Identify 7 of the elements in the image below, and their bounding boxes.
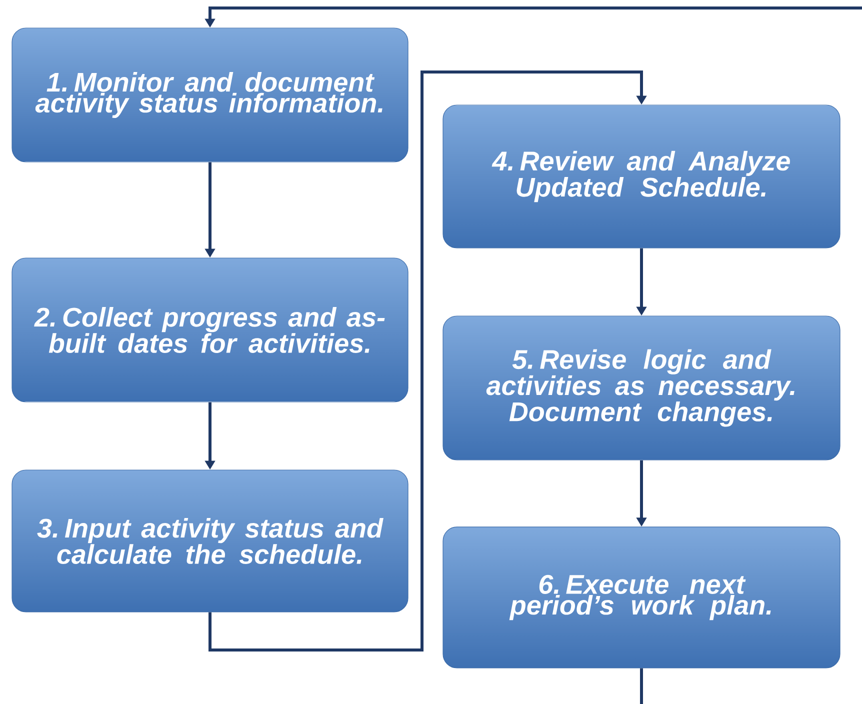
process-box: 6. Execute next period’s work plan. — [442, 526, 840, 668]
process-box: 1. Monitor and document activity status information. — [12, 28, 408, 162]
arrow — [208, 70, 647, 652]
process-box: 4. Review and Analyze Updated Schedule. — [442, 104, 840, 248]
process-box: 5. Revise logic and activities as necessary. Document changes. — [442, 316, 840, 460]
process-box: 3. Input activity status and calculate the schedule. — [12, 470, 408, 612]
process-box: 2. Collect progress and as-built dates for activities. — [12, 258, 408, 402]
